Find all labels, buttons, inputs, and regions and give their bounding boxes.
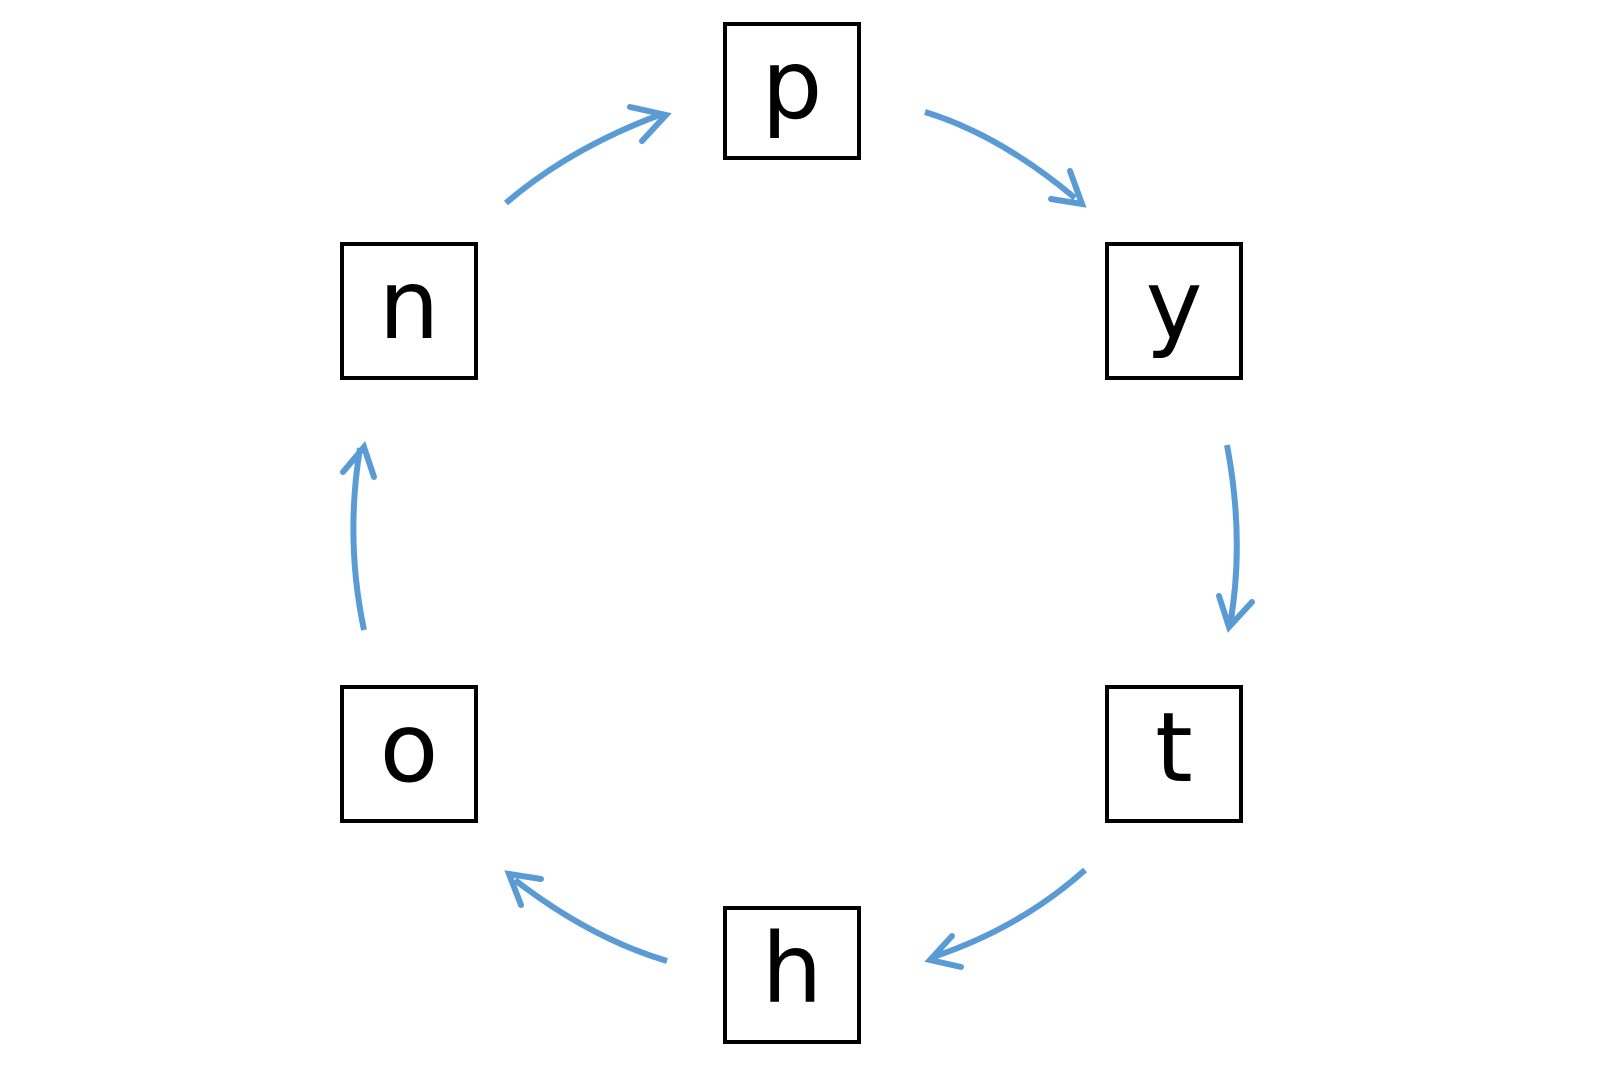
node-n: n	[340, 242, 478, 380]
arrow-n-to-p	[504, 104, 672, 206]
node-label-h: h	[761, 913, 823, 1025]
node-p: p	[723, 22, 861, 160]
node-h: h	[723, 906, 861, 1044]
arrow-y-to-t	[1216, 444, 1255, 633]
node-label-n: n	[378, 249, 440, 361]
node-y: y	[1105, 242, 1243, 380]
arrow-h-to-o	[504, 870, 668, 964]
arrow-t-to-h	[924, 867, 1087, 970]
node-label-y: y	[1145, 249, 1203, 361]
node-o: o	[340, 685, 478, 823]
node-label-p: p	[761, 29, 823, 141]
arrow-o-to-n	[340, 440, 377, 631]
arrow-p-to-y	[924, 109, 1087, 208]
node-t: t	[1105, 685, 1243, 823]
node-label-o: o	[379, 692, 439, 804]
node-label-t: t	[1155, 692, 1193, 804]
